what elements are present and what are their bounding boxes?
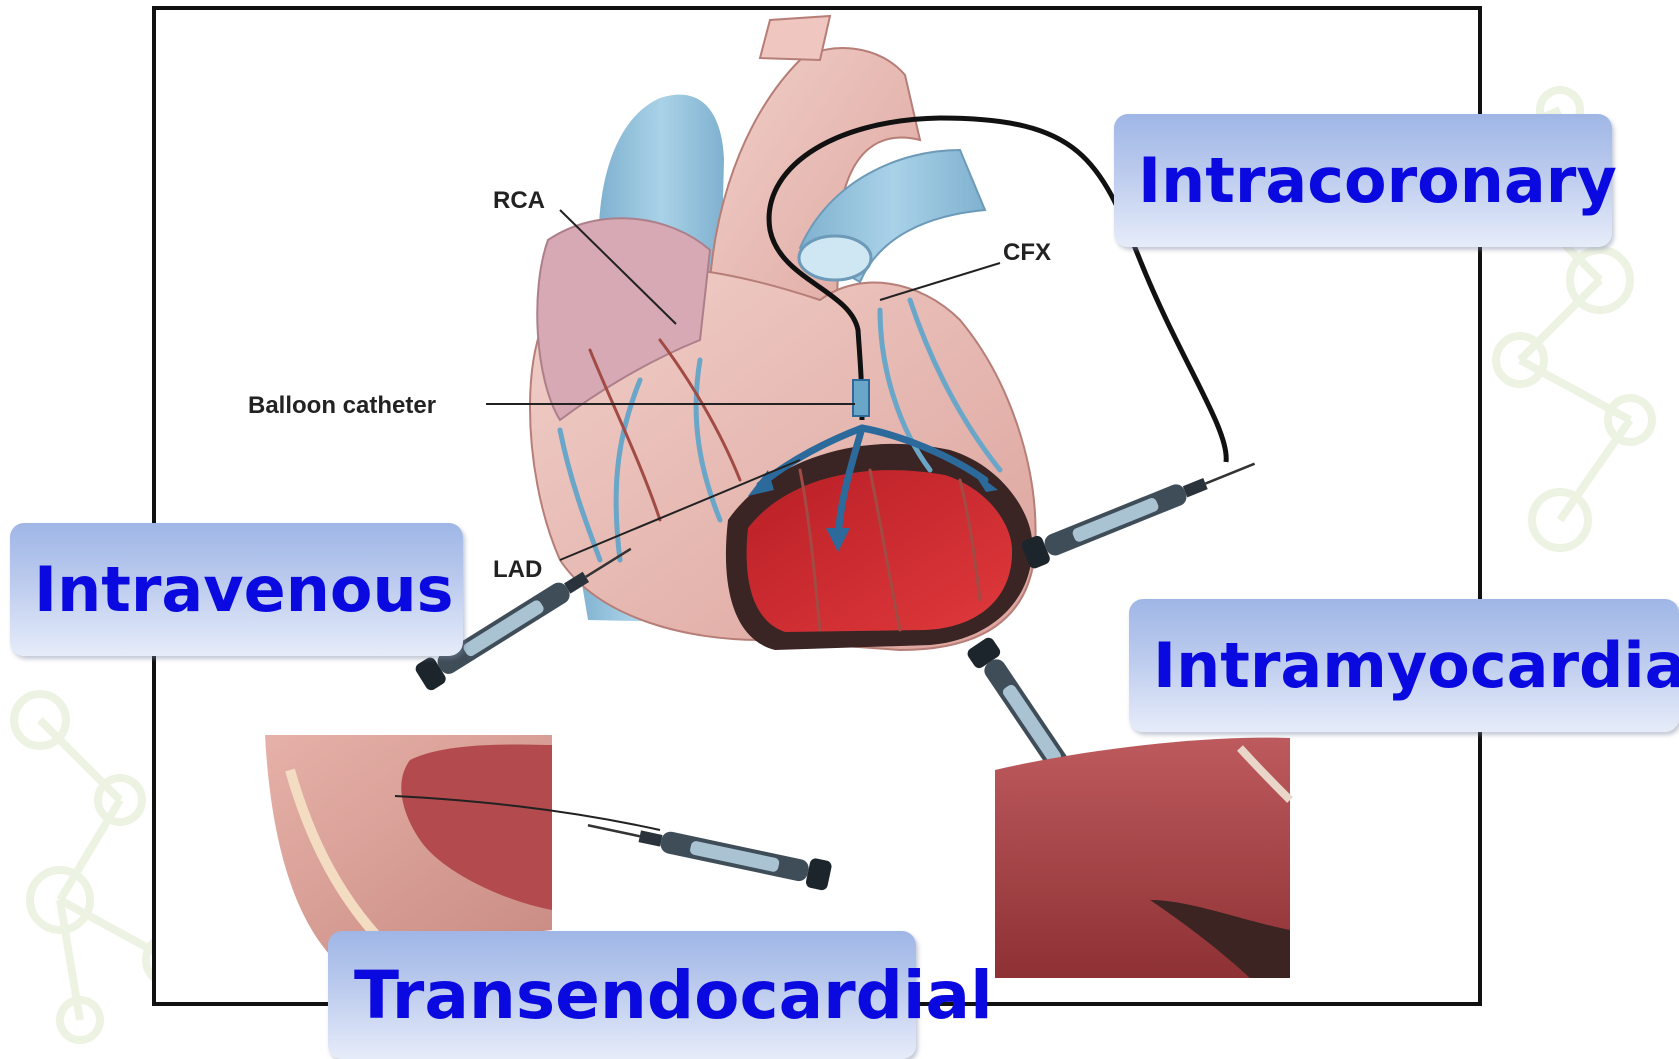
label-balloon-catheter: Balloon catheter bbox=[248, 392, 436, 419]
tissue-section-intramyocardial bbox=[995, 738, 1290, 978]
label-rca: RCA bbox=[493, 187, 545, 214]
route-label-intravenous: Intravenous bbox=[10, 523, 463, 656]
route-label-transendocardial: Transendocardial bbox=[328, 931, 916, 1059]
route-label-intracoronary: Intracoronary bbox=[1114, 114, 1612, 247]
tissue-section-transendocardial bbox=[265, 735, 660, 955]
label-cfx: CFX bbox=[1003, 239, 1051, 266]
route-label-intramyocardial: Intramyocardial bbox=[1129, 599, 1679, 732]
syringe-icon bbox=[1020, 450, 1260, 570]
label-lad: LAD bbox=[493, 556, 542, 583]
